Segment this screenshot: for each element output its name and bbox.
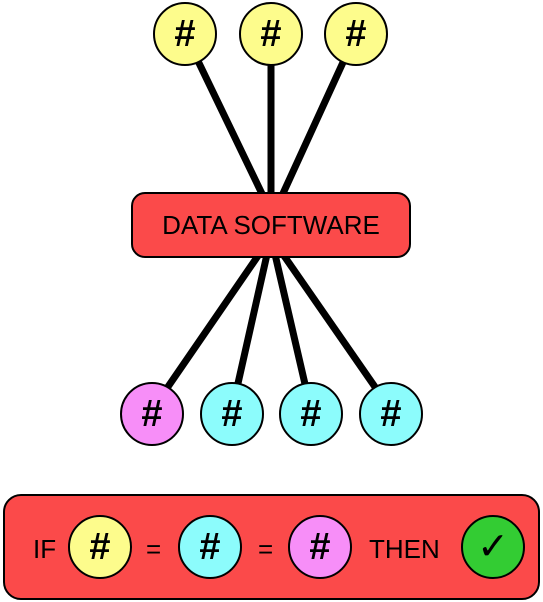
hash-icon: # xyxy=(309,526,331,568)
if-label: IF xyxy=(33,533,57,564)
then-label: THEN xyxy=(369,533,440,564)
equals-sign-2: = xyxy=(258,533,274,564)
hash-icon: # xyxy=(89,526,111,568)
data-software-box: DATA SOFTWARE xyxy=(131,192,411,258)
rule-yellow-node: # xyxy=(68,515,132,579)
top-node-2: # xyxy=(239,2,303,66)
hash-icon: # xyxy=(174,13,196,55)
bottom-node-2: # xyxy=(200,382,264,446)
data-software-label: DATA SOFTWARE xyxy=(162,209,380,240)
rule-cyan-node: # xyxy=(178,515,242,579)
rule-box: IF # = # = # THEN ✓ xyxy=(3,494,540,600)
hash-icon: # xyxy=(345,13,367,55)
top-node-3: # xyxy=(324,2,388,66)
rule-magenta-node: # xyxy=(288,515,352,579)
hash-icon: # xyxy=(260,13,282,55)
connector-bottom-4 xyxy=(277,248,394,412)
hash-icon: # xyxy=(199,526,221,568)
connector-bottom-1 xyxy=(149,248,265,412)
hash-icon: # xyxy=(221,393,243,435)
bottom-node-4: # xyxy=(359,382,423,446)
rule-check-node: ✓ xyxy=(461,515,525,579)
top-node-1: # xyxy=(153,2,217,66)
equals-sign-1: = xyxy=(146,533,162,564)
bottom-node-1: # xyxy=(120,382,184,446)
hash-icon: # xyxy=(141,393,163,435)
hash-icon: # xyxy=(380,393,402,435)
bottom-node-3: # xyxy=(279,382,343,446)
checkmark-icon: ✓ xyxy=(477,526,509,568)
hash-icon: # xyxy=(300,393,322,435)
